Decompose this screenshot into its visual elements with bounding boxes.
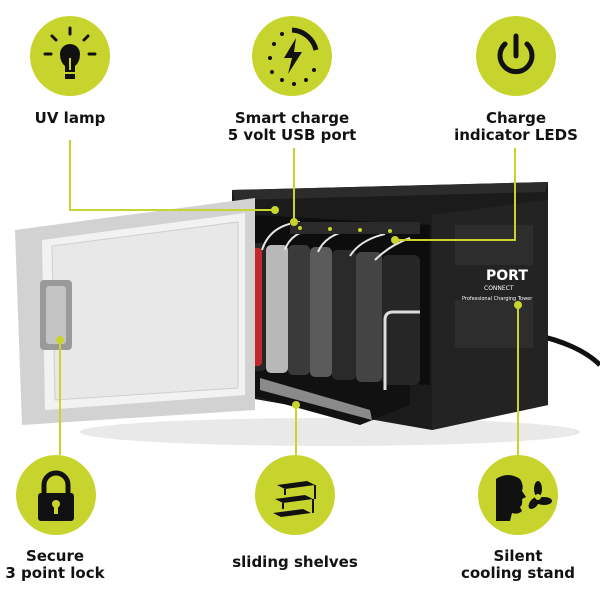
model-name: Professional Charging Tower	[462, 296, 533, 302]
lightning-bolt-icon	[268, 27, 319, 86]
brand-sub: CONNECT	[484, 285, 514, 292]
smart-charge-line1: Smart charge	[234, 109, 350, 127]
silent-cooling-line2: cooling stand	[460, 564, 576, 582]
smart-charge-badge	[252, 16, 332, 96]
secure-lock-badge	[16, 455, 96, 535]
uv-lamp-badge	[30, 16, 110, 96]
face-fan-icon	[496, 475, 552, 521]
smart-charge-label: Smart charge 5 volt USB port	[222, 110, 362, 144]
smart-charge-line2: 5 volt USB port	[227, 126, 357, 144]
brand-name: PORT	[486, 268, 528, 284]
silent-cooling-label: Silent cooling stand	[448, 548, 588, 582]
sliding-shelves-label: sliding shelves	[232, 553, 358, 571]
charge-indicator-label: Charge indicator LEDS	[446, 110, 586, 144]
charge-indicator-line1: Charge	[485, 109, 547, 127]
secure-lock-line2: 3 point lock	[5, 564, 105, 582]
shelves-icon	[273, 481, 316, 517]
sliding-shelves-badge	[255, 455, 335, 535]
secure-lock-line1: Secure	[25, 547, 85, 565]
power-icon	[497, 33, 535, 75]
charge-indicator-badge	[476, 16, 556, 96]
silent-cooling-badge	[478, 455, 558, 535]
padlock-icon	[38, 470, 74, 521]
uv-lamp-label: UV lamp	[34, 109, 106, 127]
silent-cooling-line1: Silent	[493, 547, 543, 565]
charge-indicator-line2: indicator LEDS	[454, 126, 578, 144]
lightbulb-icon	[43, 26, 97, 79]
secure-lock-label: Secure 3 point lock	[0, 548, 110, 582]
